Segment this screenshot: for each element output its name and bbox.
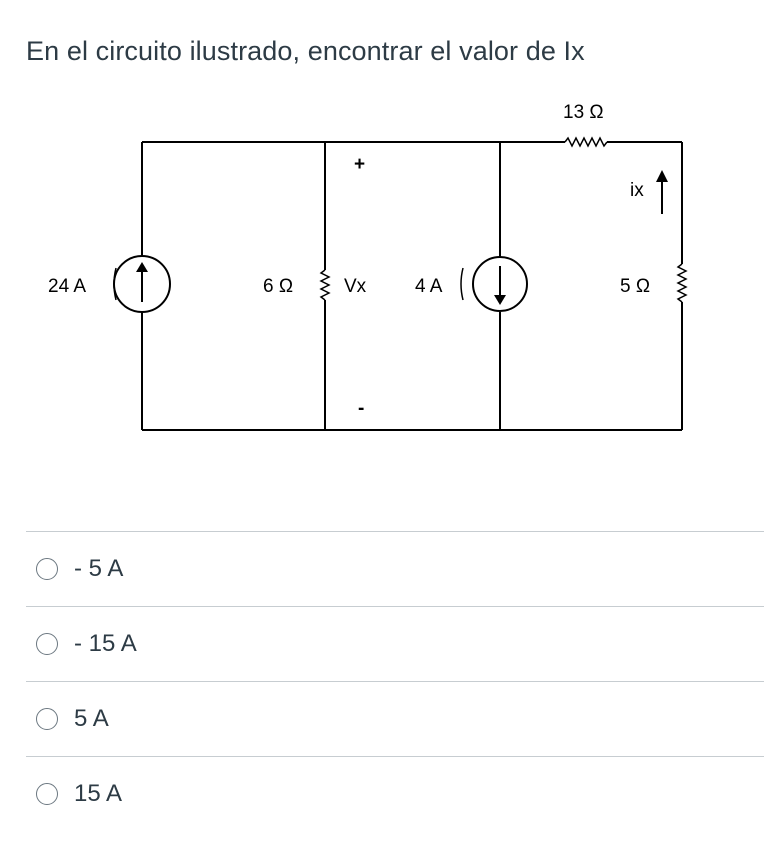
radio-button[interactable] <box>36 708 58 730</box>
label-source-24a: 24 A <box>48 276 86 297</box>
label-vx: Vx <box>344 276 367 297</box>
radio-button[interactable] <box>36 783 58 805</box>
label-r-13ohm: 13 Ω <box>563 102 604 123</box>
radio-button[interactable] <box>36 633 58 655</box>
circuit-diagram: 24 A 6 Ω Vx + - 4 A 13 Ω ix 5 Ω <box>48 102 688 431</box>
label-vx-minus: - <box>358 398 364 419</box>
answer-option-1[interactable]: - 5 A <box>26 531 764 606</box>
ix-arrow-up-icon <box>656 170 668 182</box>
label-r-5ohm: 5 Ω <box>620 276 650 297</box>
arrow-down-icon <box>494 295 506 305</box>
answer-label[interactable]: 15 A <box>74 780 123 807</box>
answer-option-3[interactable]: 5 A <box>26 681 764 756</box>
current-source-24a <box>113 255 171 313</box>
answer-list: - 5 A - 15 A 5 A 15 A <box>26 531 764 831</box>
resistor-6ohm <box>319 269 331 301</box>
resistor-5ohm <box>676 263 688 303</box>
answer-option-4[interactable]: 15 A <box>26 756 764 831</box>
answer-label[interactable]: - 5 A <box>74 555 124 582</box>
radio-button[interactable] <box>36 558 58 580</box>
answer-label[interactable]: - 15 A <box>74 630 137 657</box>
label-vx-plus: + <box>354 154 365 175</box>
resistor-13ohm <box>564 136 608 148</box>
label-ix: ix <box>630 180 644 201</box>
question-title: En el circuito ilustrado, encontrar el v… <box>26 36 585 66</box>
label-r-6ohm: 6 Ω <box>263 276 293 297</box>
arrow-up-icon <box>136 262 148 272</box>
label-source-4a: 4 A <box>415 276 443 297</box>
answer-label[interactable]: 5 A <box>74 705 109 732</box>
current-source-4a <box>460 256 528 312</box>
answer-option-2[interactable]: - 15 A <box>26 606 764 681</box>
